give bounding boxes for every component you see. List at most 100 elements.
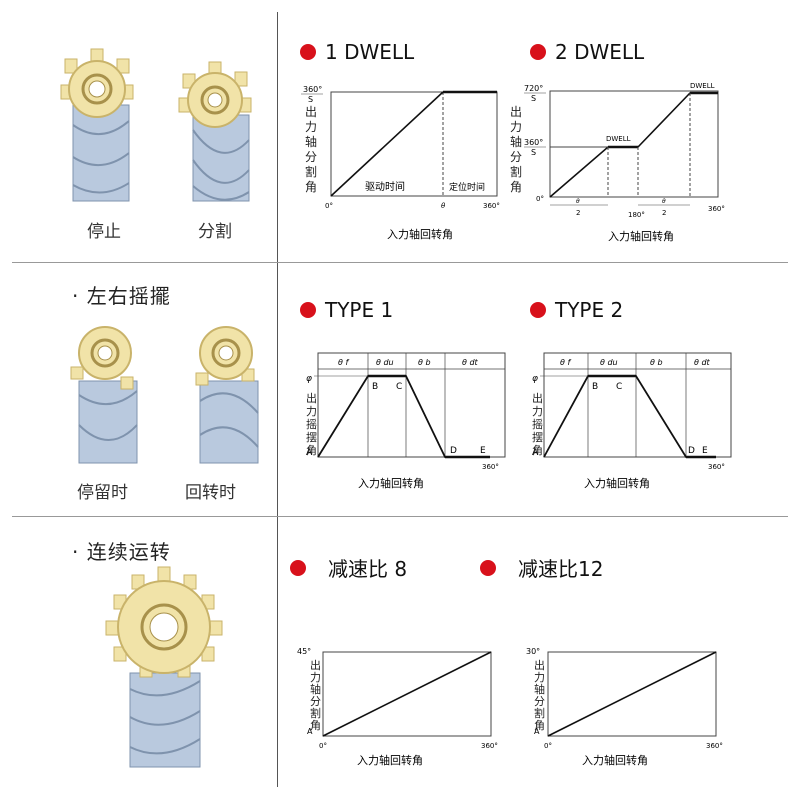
x-tick-end: 360° (482, 463, 499, 471)
x-axis-title: 入力轴回转角 (582, 753, 648, 767)
y-tick-a: A (532, 448, 539, 458)
caption-dwell-time: 停留时 (77, 483, 128, 503)
x-tick-mid: 180° (628, 211, 645, 219)
x-tick-b-num: θ (662, 198, 666, 205)
point-b: B (592, 382, 598, 392)
x-tick-end: 360° (706, 742, 723, 750)
y-tick-top-sub: S (308, 95, 313, 104)
chart-type-2: θ f θ du θ b θ dt φ A B C D E 360° 入力轴回转… (532, 352, 732, 490)
motion-curve (330, 91, 444, 197)
chart-type-1: θ f θ du θ b θ dt φ A B C D E 360° 入力轴回转… (306, 352, 506, 490)
point-e: E (702, 446, 708, 456)
y-tick-mid-sub: S (531, 148, 536, 157)
x-axis-title: 入力轴回转角 (358, 476, 424, 490)
x-axis-title: 入力轴回转角 (584, 476, 650, 490)
x-tick-start: 0° (319, 742, 327, 750)
point-d: D (450, 446, 457, 456)
chart-title-1-dwell: 1 DWELL (300, 40, 414, 64)
x-tick-end: 360° (481, 742, 498, 750)
chart-title-type-2: TYPE 2 (530, 298, 623, 322)
y-tick-phi: φ (532, 374, 538, 384)
y-tick-top: 360° (303, 85, 322, 94)
y-tick-top: 720° (524, 84, 543, 93)
dwell-label-top: DWELL (690, 82, 715, 90)
dwell-time-label: 定位时间 (449, 181, 485, 193)
x-tick-b-den: 2 (662, 209, 666, 217)
y-tick-a: A (534, 727, 540, 736)
motion-curve (317, 375, 490, 458)
y-axis-title: 出力轴分割角 (305, 105, 318, 194)
x-tick-end: 360° (708, 463, 725, 471)
chart-ratio-8: 45° A 0° 360° 入力轴回转角 (297, 647, 498, 767)
point-c: C (396, 382, 402, 392)
dwell-label-mid: DWELL (606, 135, 631, 143)
bullet-dot-icon (300, 44, 316, 60)
caption-divide: 分割 (198, 222, 232, 242)
section-title-oscillate: · 左右摇擺 (72, 284, 171, 308)
chart-title-type-1: TYPE 1 (300, 298, 393, 322)
chart-2-dwell: 720° S 360° S 0° DWELL DWELL θ 2 180° θ … (524, 82, 725, 243)
caption-stop: 停止 (87, 222, 121, 242)
chart-ratio-12: 30° A 0° 360° 入力轴回转角 (526, 647, 723, 767)
motion-curve (549, 92, 718, 198)
bullet-dot-icon (530, 44, 546, 60)
x-axis-title: 入力轴回转角 (608, 229, 674, 243)
section-title-continuous: · 连续运转 (72, 540, 171, 564)
x-tick-end: 360° (708, 205, 725, 213)
x-tick-a-den: 2 (576, 209, 580, 217)
chart-1-dwell: 360° S 0° θ 360° 驱动时间 定位时间 入力轴回转角 (301, 85, 500, 241)
y-axis-title: 出力轴分割角 (310, 659, 321, 732)
header-theta-b: θ b (418, 358, 431, 367)
oscillate-rotate-illustration (195, 326, 259, 464)
y-tick-top: 45° (297, 647, 311, 656)
y-axis-title: 出力轴分割角 (534, 659, 545, 732)
y-axis-title: 出力摇摆角 (532, 392, 543, 457)
y-tick-phi: φ (306, 374, 312, 384)
y-tick-a: A (307, 727, 313, 736)
header-theta-f: θ f (338, 358, 349, 367)
x-tick-a-num: θ (576, 198, 580, 205)
header-theta-du: θ du (600, 358, 618, 367)
motion-curve (547, 651, 717, 737)
bullet-dot-icon (290, 559, 306, 576)
bullet-dot-icon (480, 559, 496, 576)
bullet-dot-icon (530, 302, 546, 318)
y-tick-mid: 360° (524, 138, 543, 147)
chart-title-ratio-12: 减速比12 (480, 553, 603, 582)
y-tick-zero: 0° (536, 195, 544, 203)
y-tick-a: A (306, 448, 313, 458)
motion-curve (543, 375, 716, 458)
bullet-dot-icon (300, 302, 316, 318)
y-tick-top: 30° (526, 647, 540, 656)
x-axis-title: 入力轴回转角 (387, 227, 453, 241)
header-theta-dt: θ dt (694, 358, 711, 367)
drive-time-label: 驱动时间 (365, 180, 405, 193)
header-theta-b: θ b (650, 358, 663, 367)
section-divider (12, 516, 788, 517)
indexing-stop-illustration (60, 48, 134, 202)
indexing-divide-illustration (178, 61, 252, 202)
x-tick-start: 0° (544, 742, 552, 750)
caption-rotate-time: 回转时 (185, 483, 236, 503)
y-axis-title: 出力摇摆角 (306, 392, 317, 457)
x-tick-start: 0° (325, 202, 333, 210)
oscillate-dwell-illustration (70, 326, 138, 464)
chart-title-ratio-8: 减速比 8 (290, 553, 407, 582)
point-c: C (616, 382, 622, 392)
vertical-divider (277, 12, 278, 787)
section-divider (12, 262, 788, 263)
continuous-rotation-illustration (105, 566, 223, 768)
x-tick-theta: θ (441, 202, 446, 210)
point-b: B (372, 382, 378, 392)
header-theta-du: θ du (376, 358, 394, 367)
header-theta-f: θ f (560, 358, 571, 367)
motion-curve (322, 651, 492, 737)
x-tick-end: 360° (483, 202, 500, 210)
x-axis-title: 入力轴回转角 (357, 753, 423, 767)
point-d: D (688, 446, 695, 456)
chart-title-2-dwell: 2 DWELL (530, 40, 644, 64)
point-e: E (480, 446, 486, 456)
y-axis-title: 出力轴分割角 (510, 105, 523, 194)
y-tick-top-sub: S (531, 94, 536, 103)
header-theta-dt: θ dt (462, 358, 479, 367)
